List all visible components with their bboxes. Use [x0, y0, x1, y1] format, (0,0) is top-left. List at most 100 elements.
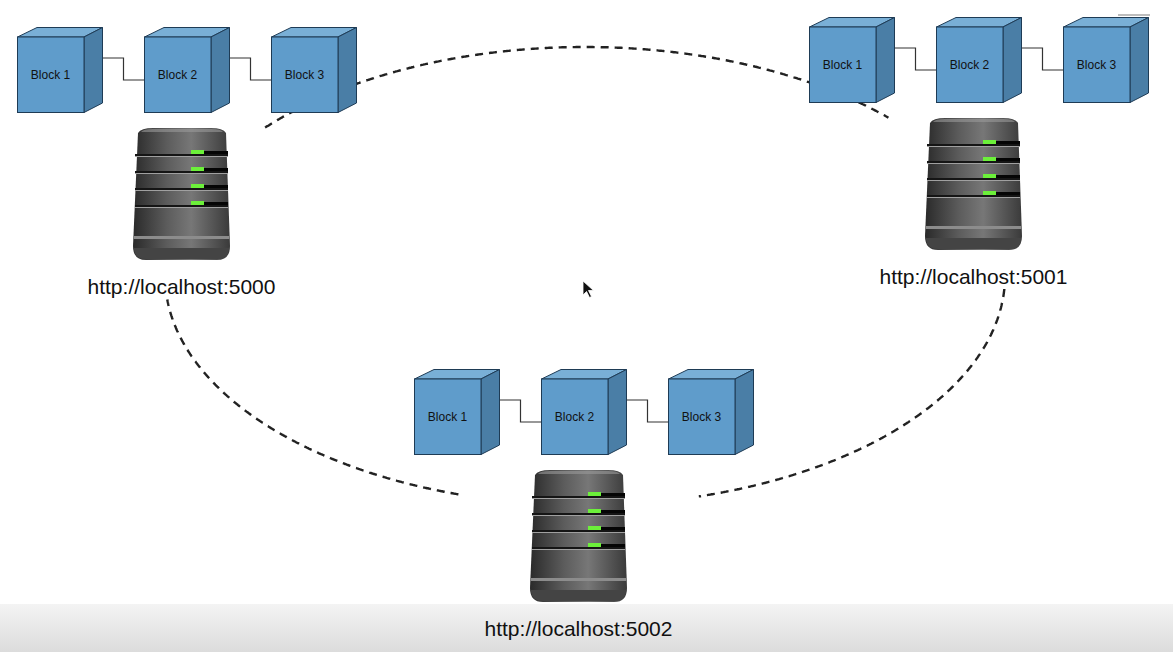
- server-slot-highlight: [135, 156, 228, 157]
- server-slot-highlight: [532, 515, 625, 516]
- server-drive-bar: [204, 151, 228, 154]
- server-base-line: [134, 236, 229, 239]
- server-slot-highlight: [927, 197, 1020, 198]
- server-slot-line: [927, 144, 1020, 146]
- network-link-dashed: [265, 47, 888, 128]
- server-slot-line: [135, 171, 228, 173]
- block-text-holder: Block 3: [1063, 27, 1130, 103]
- server-top-highlight: [141, 129, 223, 132]
- server-slot-line: [532, 513, 625, 515]
- server-led: [191, 201, 204, 205]
- cube-front-face: [1064, 27, 1131, 103]
- block-label: Block 3: [682, 410, 721, 424]
- server-led: [983, 191, 996, 195]
- server-node: http://localhost:5001: [854, 118, 1094, 289]
- server-body: [925, 118, 1022, 250]
- server-slot-highlight: [532, 532, 625, 533]
- server-drive-bar: [204, 168, 228, 171]
- server-slot-line: [532, 530, 625, 532]
- server-slot-line: [927, 161, 1020, 163]
- server-slot-line: [135, 205, 228, 207]
- block-label: Block 3: [285, 68, 324, 82]
- cube-side-face: [1003, 18, 1022, 103]
- block-text-holder: Block 1: [809, 27, 876, 103]
- block-node: Block 1: [17, 27, 103, 113]
- cube-side-face: [876, 18, 895, 103]
- server-slot-line: [532, 547, 625, 549]
- server-led: [588, 526, 601, 530]
- cube-side-face: [608, 370, 627, 455]
- server-led: [588, 543, 601, 547]
- chain-link: [1022, 48, 1063, 70]
- server-led: [191, 167, 204, 171]
- server-url-label: http://localhost:5002: [459, 617, 699, 641]
- server-drive-bar: [996, 175, 1020, 178]
- server-icon: [530, 470, 627, 602]
- cube-front-face: [18, 37, 85, 113]
- server-drive-bar: [996, 141, 1020, 144]
- chain-link: [103, 58, 144, 80]
- cube-side-face: [735, 370, 754, 455]
- cube-side-face: [481, 370, 500, 455]
- server-base-line: [531, 578, 626, 581]
- block-label: Block 2: [158, 68, 197, 82]
- server-drive-bar: [996, 158, 1020, 161]
- server-url-label: http://localhost:5001: [854, 265, 1094, 289]
- server-slot-line: [927, 195, 1020, 197]
- block-node: Block 3: [1063, 17, 1149, 103]
- server-node: http://localhost:5000: [62, 128, 302, 299]
- server-drive-bar: [996, 192, 1020, 195]
- server-drive-bar: [204, 185, 228, 188]
- server-icon: [133, 128, 230, 260]
- block-label: Block 3: [1077, 58, 1116, 72]
- cube-front-face: [272, 37, 339, 113]
- block-text-holder: Block 3: [668, 379, 735, 455]
- server-slot-line: [135, 154, 228, 156]
- block-text-holder: Block 2: [144, 37, 211, 113]
- block-label: Block 1: [823, 58, 862, 72]
- cube-front-face: [415, 379, 482, 455]
- server-slot-highlight: [927, 146, 1020, 147]
- cube-side-face: [211, 28, 230, 113]
- server-slot-highlight: [532, 549, 625, 550]
- block-node: Block 2: [936, 17, 1022, 103]
- block-text-holder: Block 2: [541, 379, 608, 455]
- cube-side-face: [84, 28, 103, 113]
- server-icon: [925, 118, 1022, 250]
- block-text-holder: Block 1: [17, 37, 84, 113]
- network-link-dashed: [699, 289, 1005, 496]
- block-label: Block 2: [555, 410, 594, 424]
- server-led: [983, 157, 996, 161]
- cube-front-face: [937, 27, 1004, 103]
- block-label: Block 2: [950, 58, 989, 72]
- block-node: Block 2: [541, 369, 627, 455]
- server-slot-line: [135, 188, 228, 190]
- server-drive-bar: [601, 493, 625, 496]
- server-base: [531, 590, 626, 601]
- block-node: Block 1: [809, 17, 895, 103]
- cube-front-face: [542, 379, 609, 455]
- server-led: [588, 509, 601, 513]
- mouse-cursor: [583, 281, 594, 298]
- server-top-highlight: [538, 471, 620, 474]
- server-top-highlight: [933, 119, 1015, 122]
- server-body: [530, 470, 627, 602]
- server-led: [983, 140, 996, 144]
- cube-front-face: [669, 379, 736, 455]
- server-drive-bar: [601, 527, 625, 530]
- server-drive-bar: [601, 510, 625, 513]
- block-text-holder: Block 1: [414, 379, 481, 455]
- server-slot-highlight: [927, 163, 1020, 164]
- block-label: Block 1: [428, 410, 467, 424]
- server-led: [191, 184, 204, 188]
- chain-link: [500, 400, 541, 422]
- server-drive-bar: [204, 202, 228, 205]
- server-slot-highlight: [135, 173, 228, 174]
- chain-link: [230, 58, 271, 80]
- server-slot-highlight: [135, 190, 228, 191]
- server-led: [191, 150, 204, 154]
- cube-front-face: [810, 27, 877, 103]
- server-slot-highlight: [532, 498, 625, 499]
- chain-link: [895, 48, 936, 70]
